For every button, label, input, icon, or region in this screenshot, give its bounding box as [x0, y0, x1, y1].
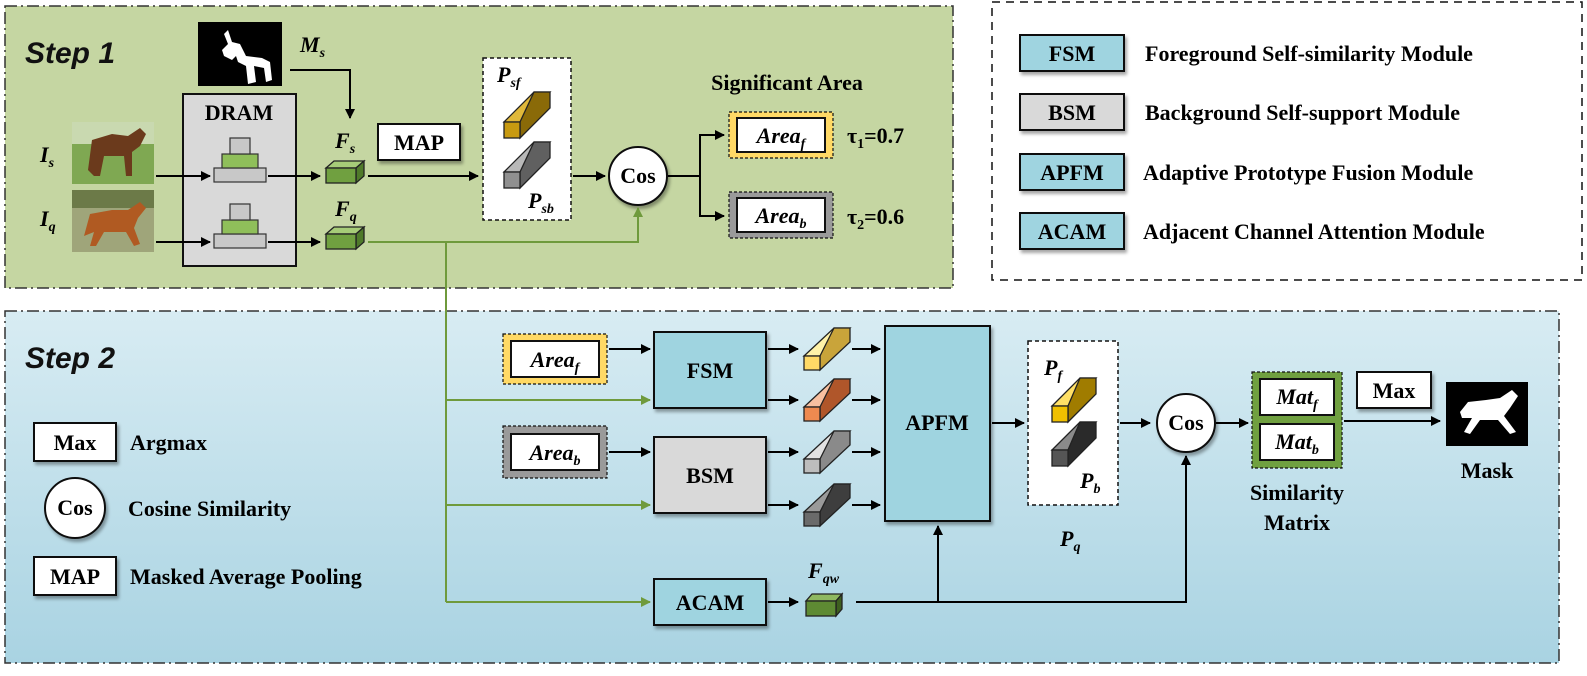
max-box-label: Max	[1373, 378, 1416, 403]
pb-label: Pb	[1079, 468, 1100, 497]
cos-step1-label: Cos	[620, 163, 656, 188]
output-mask-image	[1446, 382, 1528, 446]
legend-op-cos: Cos Cosine Similarity	[44, 477, 291, 539]
svg-text:Adaptive Prototype Fusion Modu: Adaptive Prototype Fusion Module	[1143, 160, 1473, 185]
svg-text:BSM: BSM	[1048, 100, 1096, 125]
svg-text:APFM: APFM	[1040, 160, 1104, 185]
step1-prototype-box	[482, 57, 572, 221]
svg-text:FSM: FSM	[1049, 41, 1096, 66]
psb-label: Psb	[527, 188, 554, 217]
psf-label: Psf	[496, 62, 522, 91]
mat-b-label: Matb	[1274, 429, 1319, 458]
support-image	[72, 122, 154, 184]
feature-fqw-cube	[804, 592, 844, 618]
bsm-bg-prototype-cube	[802, 430, 852, 475]
map-box-label: MAP	[394, 130, 444, 155]
pf-label: Pf	[1043, 355, 1063, 384]
svg-text:MAP: MAP	[50, 564, 100, 589]
query-image-label: Iq	[39, 206, 56, 235]
support-image-label: Is	[39, 142, 55, 171]
area-f-label-step2: Areaf	[529, 347, 581, 376]
fsm-query-prototype-cube	[802, 378, 852, 423]
pq-prototype-box	[1027, 340, 1119, 506]
tau1-threshold: τ1=0.7	[847, 123, 904, 152]
bsm-query-prototype-cube	[802, 483, 852, 528]
apfm-module	[884, 325, 991, 522]
arrow-cos1-branch-b	[699, 176, 725, 221]
tau2-threshold: τ2=0.6	[847, 204, 904, 233]
svg-text:Max: Max	[54, 430, 97, 455]
area-b-label-step1: Areab	[754, 203, 807, 232]
area-f-inner-step1	[736, 117, 826, 153]
fsm-label: FSM	[687, 358, 734, 383]
significant-area-title: Significant Area	[711, 70, 863, 95]
area-f-label-step1: Areaf	[755, 123, 807, 152]
fsm-module	[653, 331, 767, 409]
area-b-inner-step2	[510, 433, 600, 471]
bsm-module	[653, 436, 767, 514]
dram-pyramid-query	[213, 203, 267, 249]
acam-module	[653, 578, 767, 626]
legend-op-map: MAP Masked Average Pooling	[33, 556, 362, 596]
acam-label: ACAM	[676, 590, 745, 615]
svg-text:Masked Average Pooling: Masked Average Pooling	[130, 564, 362, 589]
apfm-label: APFM	[905, 410, 969, 435]
dram-label: DRAM	[205, 100, 274, 125]
prototype-pf-cube	[1050, 377, 1098, 424]
legend-module-fsm: FSM Foreground Self-similarity Module	[1019, 34, 1473, 72]
svg-text:ACAM: ACAM	[1038, 219, 1107, 244]
mat-f-cell	[1259, 378, 1335, 416]
svg-text:Cos: Cos	[57, 495, 93, 520]
legend-module-apfm: APFM Adaptive Prototype Fusion Module	[1019, 153, 1473, 191]
svg-text:Background Self-support Module: Background Self-support Module	[1145, 100, 1460, 125]
cos-step1	[608, 146, 668, 206]
prototype-psf-cube	[502, 91, 552, 140]
query-image	[72, 190, 154, 252]
mat-b-cell	[1259, 423, 1335, 461]
feature-fq-cube	[324, 225, 366, 251]
dram-pyramid-support	[213, 137, 267, 183]
cos-step2	[1156, 393, 1216, 453]
cos-step2-label: Cos	[1168, 410, 1204, 435]
mask-ms-label: Ms	[299, 32, 326, 61]
fsm-fg-prototype-cube	[802, 327, 852, 372]
prototype-psb-cube	[502, 141, 552, 190]
step2-panel	[4, 310, 1560, 664]
map-box	[377, 123, 461, 161]
max-box	[1356, 371, 1432, 409]
area-b-label-step2: Areab	[528, 440, 581, 469]
pq-label: Pq	[1059, 526, 1080, 555]
support-mask-image	[198, 22, 282, 86]
mat-f-label: Matf	[1275, 384, 1319, 413]
module-output-arrows	[768, 344, 881, 607]
area-b-inner-step1	[736, 197, 826, 233]
mask-output-label: Mask	[1461, 458, 1514, 483]
step1-title: Step 1	[25, 37, 115, 70]
svg-text:Adjacent Channel Attention Mod: Adjacent Channel Attention Module	[1143, 219, 1485, 244]
legend-op-max: Max Argmax	[33, 422, 207, 462]
arrow-fqw-to-cos2	[938, 455, 1191, 603]
fq-label: Fq	[334, 196, 357, 225]
similarity-caption-line1: Similarity	[1250, 480, 1344, 505]
prototype-pb-cube	[1050, 421, 1098, 468]
arrow-cos1-branch	[668, 130, 725, 177]
bsm-label: BSM	[686, 463, 734, 488]
fqw-label: Fqw	[807, 558, 840, 587]
svg-text:Foreground Self-similarity Mod: Foreground Self-similarity Module	[1145, 41, 1473, 66]
svg-text:Argmax: Argmax	[130, 430, 207, 455]
feature-fs-cube	[324, 159, 366, 185]
arrow-ms-to-fs	[290, 69, 355, 119]
step2-title: Step 2	[25, 342, 115, 375]
svg-text:Cosine Similarity: Cosine Similarity	[128, 496, 291, 521]
area-f-inner-step2	[510, 340, 600, 378]
similarity-caption-line2: Matrix	[1264, 510, 1330, 535]
fq-flow-lines	[368, 207, 651, 607]
fs-label: Fs	[334, 128, 356, 157]
legend-module-acam: ACAM Adjacent Channel Attention Module	[1019, 212, 1485, 250]
legend-module-bsm: BSM Background Self-support Module	[1019, 93, 1460, 131]
